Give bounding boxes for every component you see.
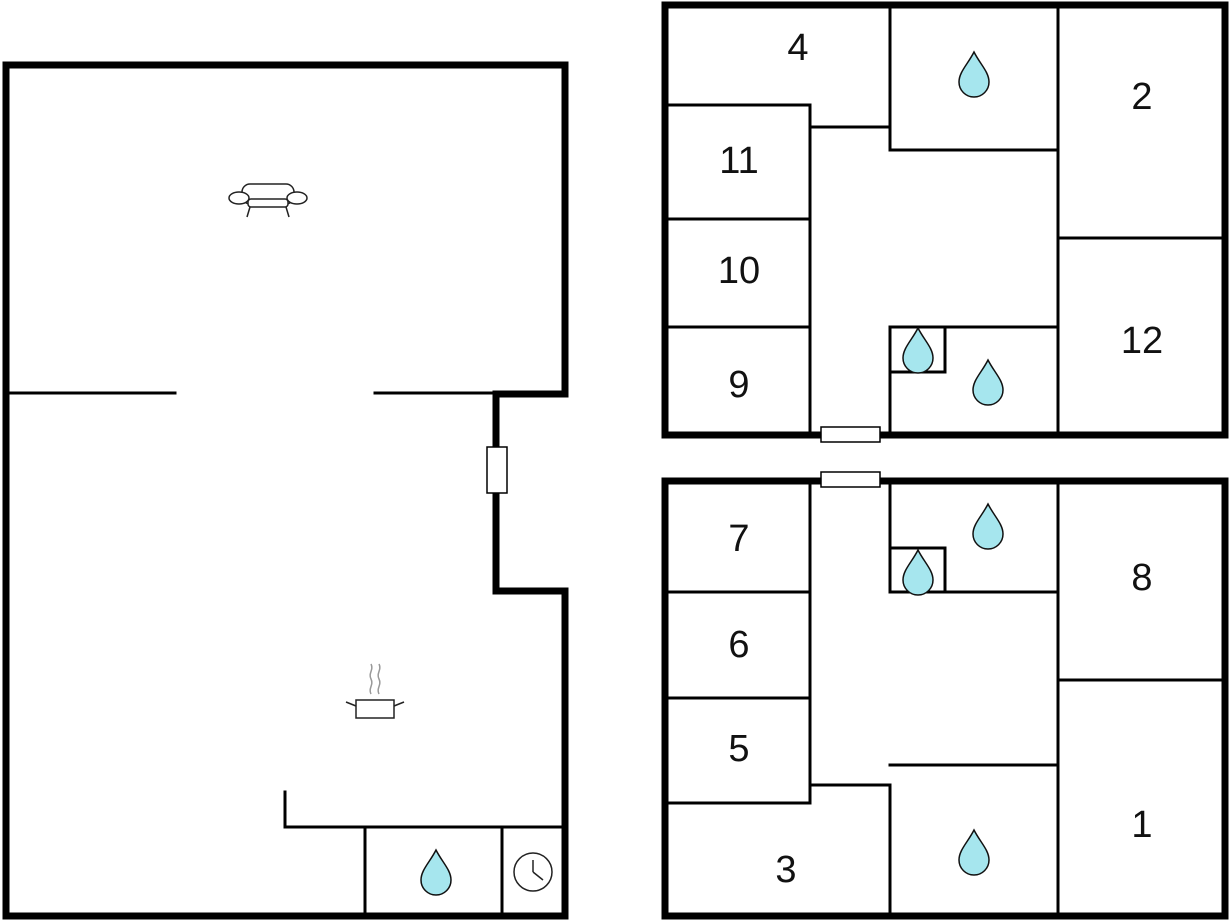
- kitchen-partition: [283, 790, 565, 829]
- upper-block-outer-wall: [661, 1, 1229, 439]
- bath-bottom-wall: [888, 325, 1060, 435]
- water-drop-icon: [958, 829, 990, 876]
- water-drop-icon: [902, 327, 934, 374]
- cooking-pot-icon: [345, 663, 405, 719]
- lower-block-outer-wall: [661, 477, 1229, 920]
- door-lower: [820, 471, 881, 488]
- water-drop-icon: [420, 849, 452, 896]
- room-7-label: 7: [728, 518, 749, 560]
- room-3-hall-wall: [808, 783, 892, 916]
- shower-stall: [888, 325, 947, 374]
- clock-icon: [513, 852, 553, 892]
- window: [486, 446, 508, 494]
- main-floor: [2, 61, 569, 920]
- bath-upper-wall: [888, 481, 1060, 594]
- room-5-label: 5: [728, 728, 749, 770]
- bath-top-wall: [888, 6, 1060, 152]
- room-4-wall: [665, 103, 812, 435]
- shower-stall: [888, 546, 947, 594]
- room-8-label: 8: [1131, 557, 1152, 599]
- room-1-label: 1: [1131, 804, 1152, 846]
- room-3-label: 3: [775, 849, 796, 891]
- room-2-label: 2: [1131, 76, 1152, 118]
- room-4-label: 4: [787, 27, 808, 69]
- door-upper: [820, 426, 881, 443]
- water-drop-icon: [958, 51, 990, 98]
- water-drop-icon: [972, 359, 1004, 406]
- room-10-label: 10: [718, 250, 760, 292]
- upper-block: 4 2 11 10 9 12: [661, 1, 1229, 443]
- sofa-icon: [228, 183, 308, 218]
- room-9-label: 9: [728, 364, 749, 406]
- room-6-label: 6: [728, 624, 749, 666]
- room-12-label: 12: [1121, 320, 1163, 362]
- water-drop-icon: [902, 549, 934, 596]
- water-drop-icon: [972, 503, 1004, 550]
- lower-block: 7 6 5 3 8 1: [661, 471, 1229, 920]
- room-11-label: 11: [719, 140, 758, 182]
